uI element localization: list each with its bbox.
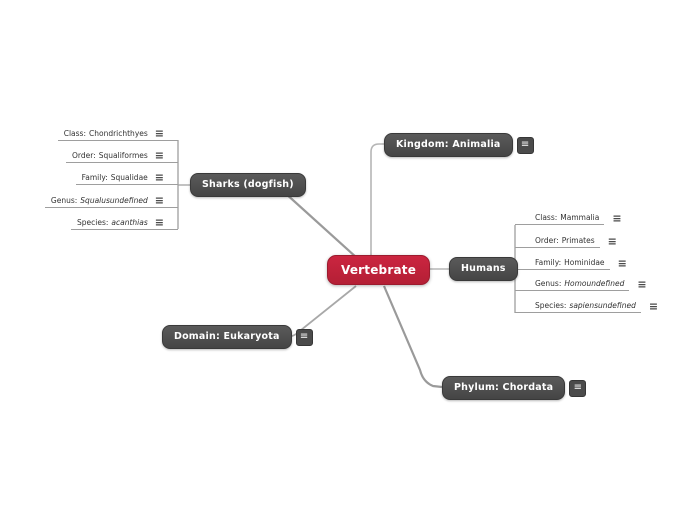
node-sharks[interactable]: Sharks (dogfish) <box>190 173 306 197</box>
topic-sharks-class[interactable]: Class:Chondrichthyes ≡ <box>57 125 178 141</box>
topic-sharks-order[interactable]: Order:Squaliformes ≡ <box>66 147 178 163</box>
node-domain[interactable]: Domain: Eukaryota <box>162 325 292 349</box>
topic-text: Class:Chondrichthyes <box>63 129 148 138</box>
topic-menu-icon[interactable]: ≡ <box>648 300 659 313</box>
topic-text: Species:acanthias <box>77 218 148 227</box>
topic-menu-icon[interactable]: ≡ <box>154 171 164 184</box>
connector-kingdom <box>370 143 384 256</box>
topic-menu-icon[interactable]: ≡ <box>612 212 622 225</box>
topic-sharks-genus[interactable]: Genus:Squalusundefined ≡ <box>44 192 178 208</box>
connector-sharks <box>283 191 358 259</box>
topic-menu-icon[interactable]: ≡ <box>607 235 617 248</box>
topic-text: Genus:Homoundefined <box>515 273 630 291</box>
topic-text: Order:Primates <box>515 230 600 248</box>
menu-button[interactable]: ≡ <box>295 328 313 346</box>
connector-phylum <box>382 285 443 389</box>
node-phylum-group: Phylum: Chordata ≡ <box>442 376 587 400</box>
node-kingdom[interactable]: Kingdom: Animalia <box>384 133 513 157</box>
topic-humans-species[interactable]: Species:sapiensundefined ≡ <box>515 298 658 313</box>
topic-menu-icon[interactable]: ≡ <box>154 149 164 162</box>
topic-humans-class[interactable]: Class:Mammalia ≡ <box>515 210 622 225</box>
topic-humans-family[interactable]: Family:Hominidae ≡ <box>515 255 627 270</box>
menu-button[interactable]: ≡ <box>569 379 587 397</box>
topic-text: Family:Hominidae <box>515 252 610 270</box>
topic-text: Family:Squalidae <box>81 173 148 182</box>
topic-humans-order[interactable]: Order:Primates ≡ <box>515 233 617 248</box>
topic-text: Order:Squaliformes <box>72 151 148 160</box>
node-vertebrate-central[interactable]: Vertebrate <box>327 255 431 285</box>
topic-text: Species:sapiensundefined <box>515 295 641 313</box>
node-domain-group: Domain: Eukaryota ≡ <box>162 325 313 349</box>
node-humans[interactable]: Humans <box>449 257 518 281</box>
topic-menu-icon[interactable]: ≡ <box>617 257 627 270</box>
topic-menu-icon[interactable]: ≡ <box>154 216 164 229</box>
topic-menu-icon[interactable]: ≡ <box>154 194 164 207</box>
sharks-subtree-line <box>177 140 191 229</box>
menu-button[interactable]: ≡ <box>516 136 534 154</box>
node-phylum[interactable]: Phylum: Chordata <box>442 376 566 400</box>
topic-menu-icon[interactable]: ≡ <box>637 278 647 291</box>
topic-text: Class:Mammalia <box>515 207 605 225</box>
topic-sharks-family[interactable]: Family:Squalidae ≡ <box>75 169 178 185</box>
topic-humans-genus[interactable]: Genus:Homoundefined ≡ <box>515 276 647 291</box>
node-kingdom-group: Kingdom: Animalia ≡ <box>384 133 534 157</box>
topic-text: Genus:Squalusundefined <box>50 196 148 205</box>
topic-sharks-species[interactable]: Species:acanthias ≡ <box>71 214 178 230</box>
topic-menu-icon[interactable]: ≡ <box>154 127 164 140</box>
